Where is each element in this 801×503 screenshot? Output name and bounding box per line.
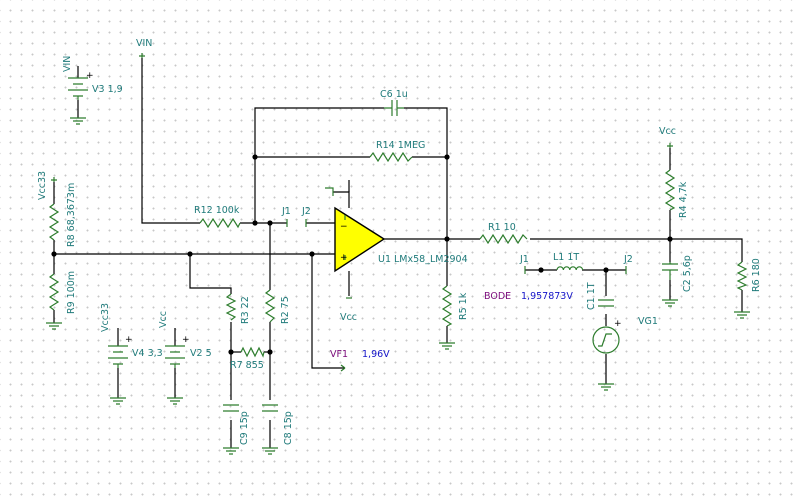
vcc-terminal-r4[interactable] (667, 143, 673, 148)
battery-v2[interactable] (165, 345, 185, 368)
r5-label: R5 1k (458, 292, 469, 320)
opamp-u1[interactable] (334, 206, 386, 273)
vf1-label: VF1 (330, 349, 348, 360)
vcc33-v4-label: Vcc33 (100, 303, 111, 332)
capacitor-c2[interactable] (662, 262, 678, 280)
r8-label: R8 68,3673m (66, 183, 77, 247)
resistor-r9[interactable] (48, 273, 60, 311)
vcc-r4-label: Vcc (659, 126, 676, 137)
j1-bode-label: J1 (519, 254, 529, 265)
r2-label: R2 75 (280, 296, 291, 324)
vg1-plus-sign: + (614, 319, 622, 329)
r7-label: R7 855 (230, 360, 264, 371)
junctions (51, 154, 673, 355)
r12-label: R12 100k (194, 205, 240, 216)
r6-label: R6 180 (751, 258, 762, 292)
resistor-r6[interactable] (736, 261, 748, 291)
resistor-r1[interactable] (479, 233, 528, 245)
vg1-label: VG1 (638, 316, 658, 327)
vcc33-terminal-r8[interactable] (51, 177, 57, 182)
l1-label: L1 1T (553, 252, 579, 263)
c1-label: C1 1T (586, 282, 597, 310)
capacitor-c8[interactable] (262, 404, 278, 412)
battery-v4[interactable] (108, 345, 128, 368)
ground-symbols (46, 117, 750, 455)
j2-bode-label: J2 (623, 254, 633, 265)
resistor-r14[interactable] (369, 151, 413, 163)
v2-label: V2 5 (190, 348, 212, 359)
vf1-value: 1,96V (362, 349, 390, 360)
bode-value: 1,957873V (521, 291, 573, 302)
j2-label: J2 (301, 206, 311, 217)
inductor-l1[interactable] (556, 266, 584, 271)
labels: VIN VIN V3 1,9 + C6 1u R14 1MEG R12 100k… (37, 38, 762, 445)
resistor-r4[interactable] (664, 169, 676, 211)
opamp-plus-sign: + (340, 253, 348, 263)
resistor-r8[interactable] (48, 203, 60, 241)
vcc-v2-label: Vcc (158, 311, 169, 328)
wires (53, 58, 743, 448)
vin-terminal[interactable] (139, 53, 145, 58)
c2-label: C2 5,6p (682, 255, 693, 292)
vin-source-label: VIN (62, 56, 73, 72)
r1-label: R1 10 (488, 222, 516, 233)
signal-generator-vg1[interactable] (592, 326, 620, 354)
c9-label: C9 15p (239, 411, 250, 445)
r9-label: R9 100m (66, 271, 77, 314)
vcc33-r8-label: Vcc33 (37, 171, 48, 200)
v2-plus-sign: + (182, 335, 190, 345)
v4-plus-sign: + (125, 335, 133, 345)
capacitor-c9[interactable] (223, 404, 239, 412)
r14-label: R14 1MEG (376, 140, 425, 151)
capacitor-c1[interactable] (598, 299, 614, 307)
vcc-u1-label: Vcc (340, 312, 357, 323)
v3-label: V3 1,9 (92, 84, 123, 95)
resistor-r12[interactable] (199, 217, 241, 229)
battery-v3[interactable] (68, 77, 88, 100)
bode-label: BODE (484, 291, 511, 302)
r4-label: R4 4,7k (678, 181, 689, 218)
v3-plus-sign: + (86, 71, 94, 81)
vf1-probe[interactable] (340, 364, 346, 372)
resistor-r7[interactable] (240, 346, 265, 358)
v4-label: V4 3,3 (132, 348, 163, 359)
r3-label: R3 22 (240, 296, 251, 324)
j1-label: J1 (281, 206, 291, 217)
c6-label: C6 1u (380, 89, 408, 100)
opamp-minus-sign: − (340, 222, 348, 232)
capacitor-c6[interactable] (384, 100, 404, 116)
resistor-r5[interactable] (441, 285, 453, 327)
resistor-r3[interactable] (225, 293, 237, 321)
c8-label: C8 15p (283, 411, 294, 445)
u1-label: U1 LMx58_LM2904 (378, 254, 468, 265)
resistor-r2[interactable] (264, 289, 276, 323)
vin-top-label: VIN (136, 38, 152, 49)
